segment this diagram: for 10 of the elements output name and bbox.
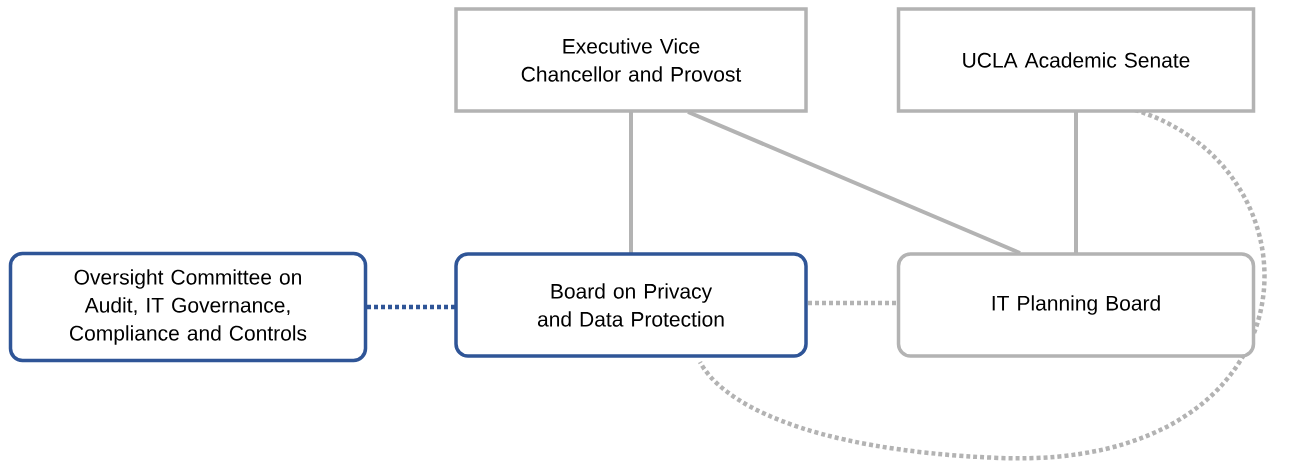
connector-line — [687, 110, 1021, 255]
committee-box: IT Planning Board — [896, 252, 1256, 358]
connector-line — [367, 304, 455, 310]
committee-box: Board on Privacy and Data Protection — [454, 252, 808, 358]
committee-box: Executive Vice Chancellor and Provost — [454, 7, 808, 113]
connector-line — [1074, 112, 1078, 253]
connector-line — [808, 300, 898, 306]
connector-line — [629, 112, 633, 253]
committee-box: Oversight Committee on Audit, IT Governance, Compliance and Controls — [8, 251, 368, 363]
committee-box: UCLA Academic Senate — [896, 7, 1256, 113]
